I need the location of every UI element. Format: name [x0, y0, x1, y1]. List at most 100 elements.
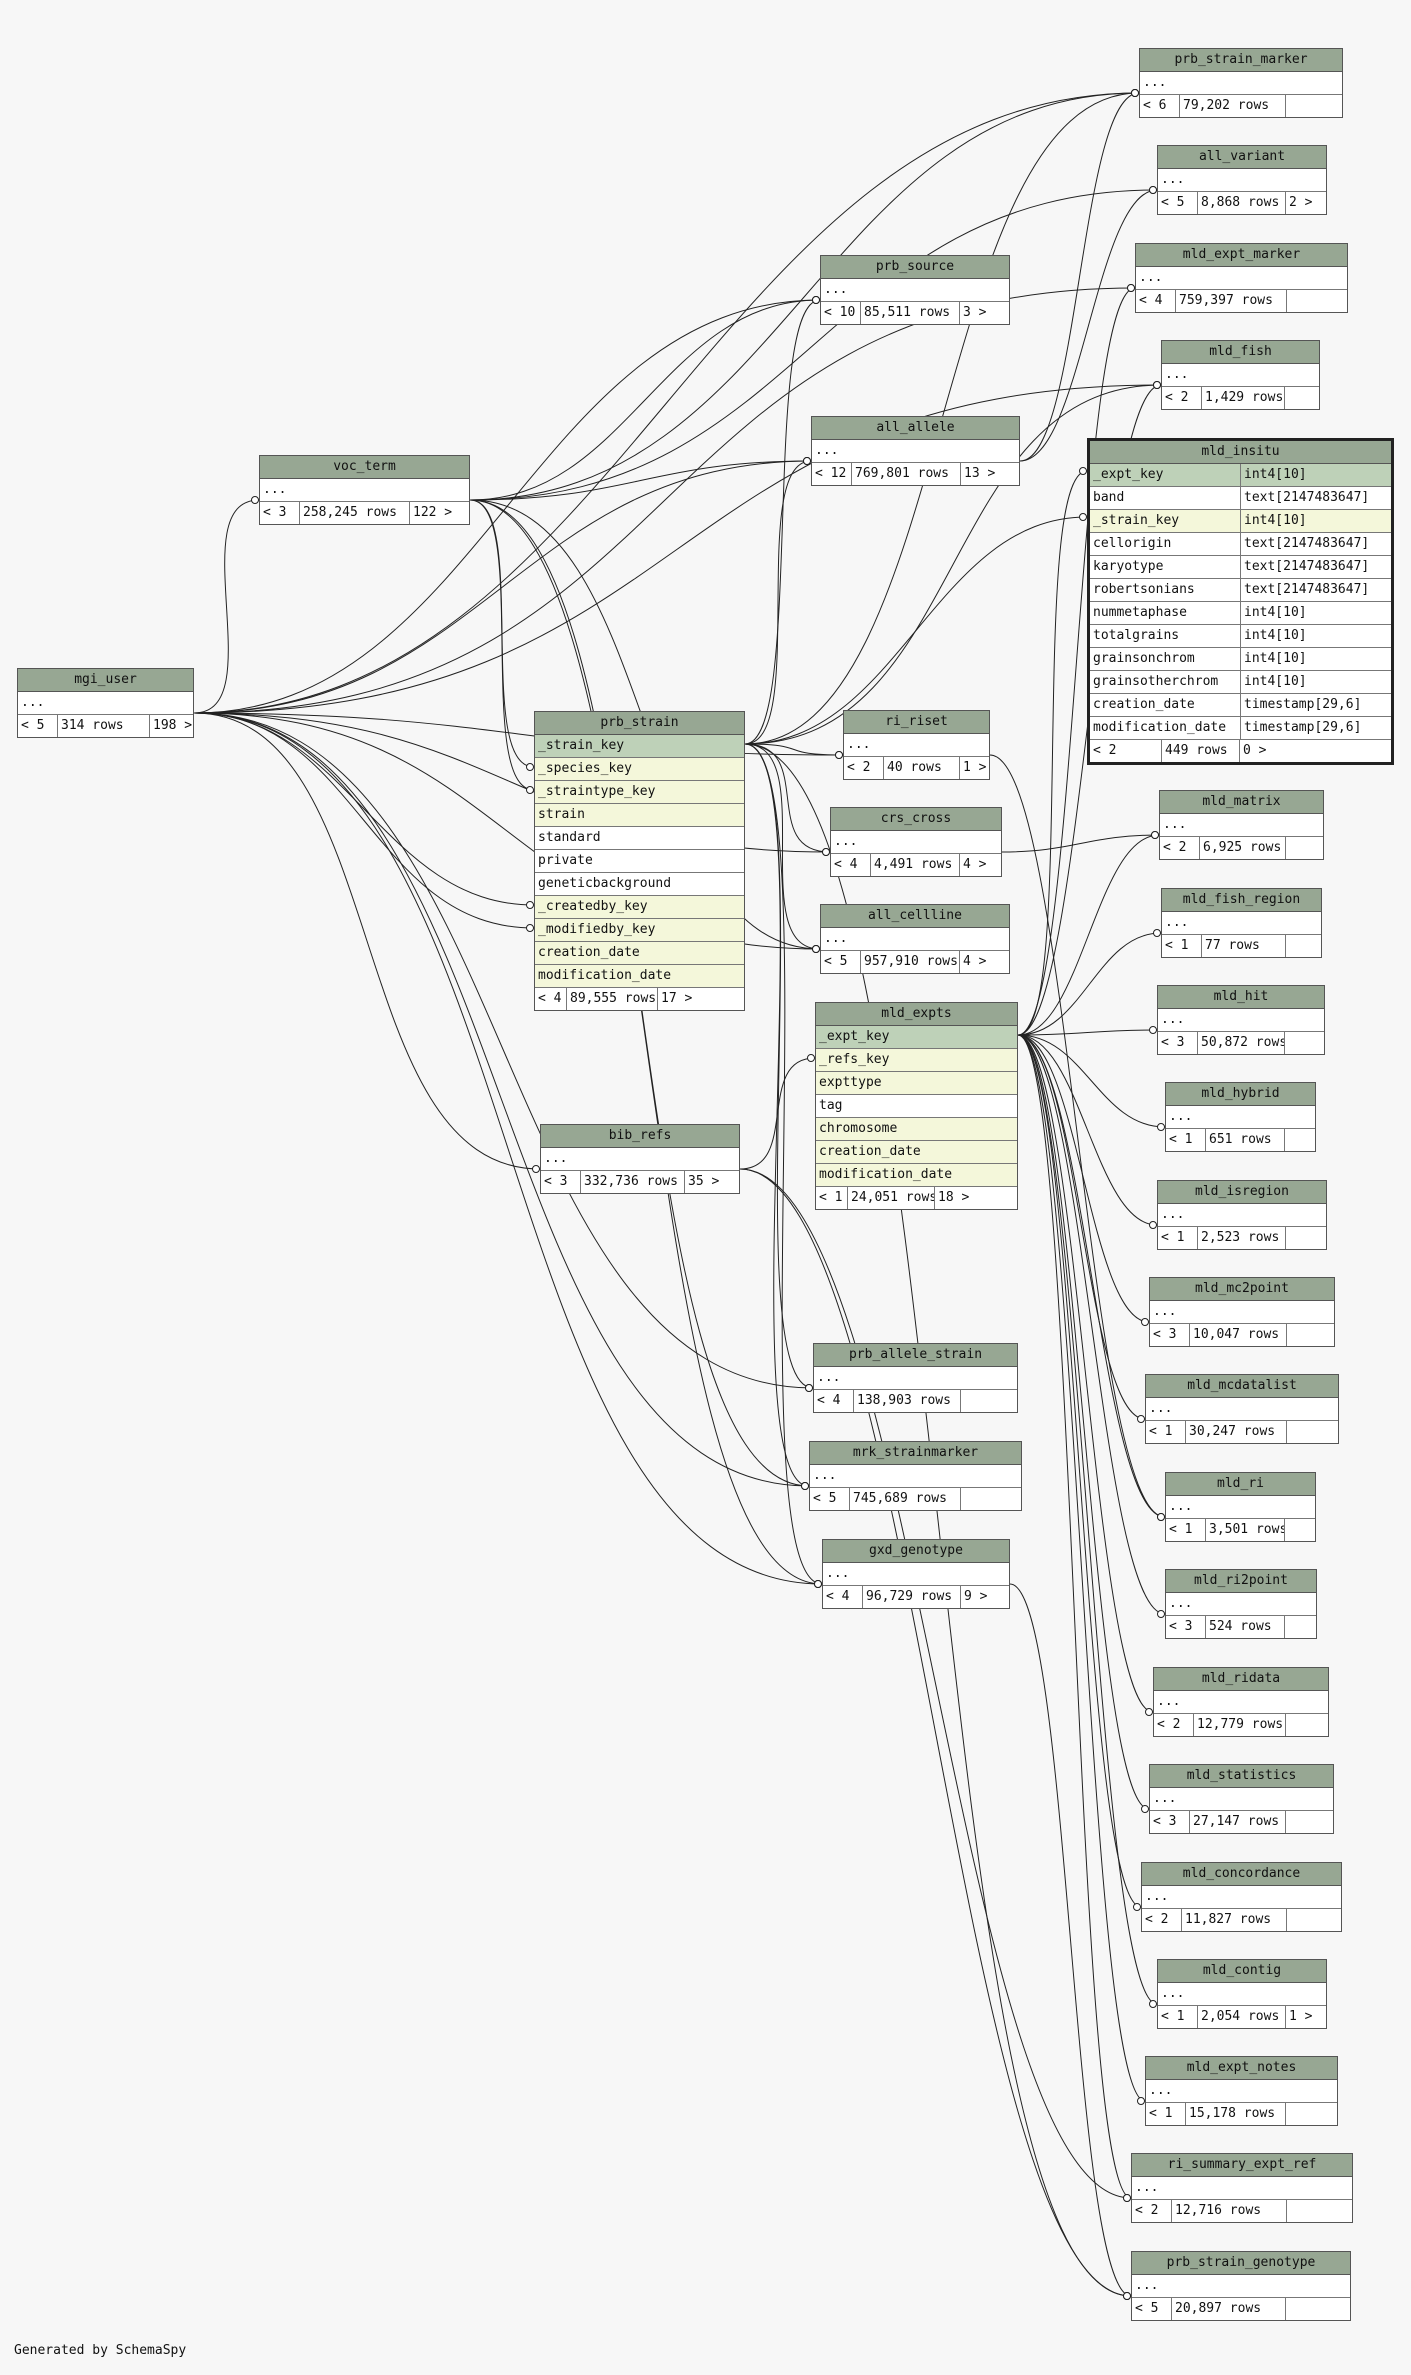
prev-page-link[interactable]: < 2: [1160, 837, 1200, 859]
table-name[interactable]: mld_statistics: [1150, 1765, 1333, 1788]
next-page-link[interactable]: [961, 1488, 1021, 1510]
prev-page-link[interactable]: < 5: [821, 951, 861, 973]
prev-page-link[interactable]: < 3: [541, 1171, 581, 1193]
prev-page-link[interactable]: < 5: [18, 715, 58, 737]
next-page-link[interactable]: 2 >: [1289, 195, 1313, 210]
table-name[interactable]: mld_expt_marker: [1136, 244, 1347, 267]
prev-page-link[interactable]: < 10: [821, 302, 861, 324]
prev-page-link[interactable]: < 1: [1166, 1519, 1206, 1541]
column-row[interactable]: _species_key: [535, 758, 744, 781]
prev-page-link[interactable]: < 2: [1154, 1714, 1194, 1736]
next-page-link[interactable]: [1285, 1129, 1315, 1151]
next-page-link[interactable]: [1286, 935, 1321, 957]
next-page-link[interactable]: 18 >: [938, 1190, 970, 1205]
table-name[interactable]: mld_insitu: [1090, 441, 1391, 464]
prev-page-link[interactable]: < 4: [1136, 290, 1176, 312]
table-name[interactable]: mrk_strainmarker: [810, 1442, 1021, 1465]
prev-page-link[interactable]: < 3: [1150, 1811, 1190, 1833]
table-name[interactable]: prb_allele_strain: [814, 1344, 1017, 1367]
column-row[interactable]: tag: [816, 1095, 1017, 1118]
prev-page-link[interactable]: < 2: [1162, 387, 1202, 409]
prev-page-link[interactable]: < 5: [810, 1488, 850, 1510]
next-page-link[interactable]: 17 >: [661, 991, 693, 1006]
column-row[interactable]: strain: [535, 804, 744, 827]
next-page-link[interactable]: 4 >: [963, 954, 987, 969]
next-page-link[interactable]: [1287, 1909, 1341, 1931]
prev-page-link[interactable]: < 2: [844, 757, 884, 779]
table-name[interactable]: bib_refs: [541, 1125, 739, 1148]
next-page-link[interactable]: [1287, 290, 1347, 312]
column-row[interactable]: private: [535, 850, 744, 873]
prev-page-link[interactable]: < 3: [1158, 1032, 1198, 1054]
next-page-link[interactable]: 122 >: [413, 505, 453, 520]
column-row[interactable]: _createdby_key: [535, 896, 744, 919]
next-page-link[interactable]: 198 >: [153, 718, 193, 733]
next-page-link[interactable]: 13 >: [964, 466, 996, 481]
next-page-link[interactable]: [1285, 387, 1319, 409]
table-name[interactable]: prb_strain: [535, 712, 744, 735]
prev-page-link[interactable]: < 5: [1158, 192, 1198, 214]
prev-page-link[interactable]: < 2: [1142, 1909, 1182, 1931]
table-name[interactable]: mld_matrix: [1160, 791, 1323, 814]
prev-page-link[interactable]: < 5: [1132, 2298, 1172, 2320]
prev-page-link[interactable]: < 1: [1158, 1227, 1198, 1249]
prev-page-link[interactable]: < 3: [260, 502, 300, 524]
table-name[interactable]: mld_ridata: [1154, 1668, 1328, 1691]
table-name[interactable]: mld_fish_region: [1162, 889, 1321, 912]
column-row[interactable]: _strain_key: [535, 735, 744, 758]
table-name[interactable]: voc_term: [260, 456, 469, 479]
column-row[interactable]: expttype: [816, 1072, 1017, 1095]
column-row[interactable]: _expt_key: [816, 1026, 1017, 1049]
prev-page-link[interactable]: < 2: [1132, 2200, 1172, 2222]
column-row[interactable]: creation_date: [535, 942, 744, 965]
table-name[interactable]: prb_source: [821, 256, 1009, 279]
table-name[interactable]: mld_mc2point: [1150, 1278, 1334, 1301]
prev-page-link[interactable]: < 1: [816, 1187, 848, 1209]
next-page-link[interactable]: [1287, 2200, 1352, 2222]
prev-page-link[interactable]: < 1: [1146, 2103, 1186, 2125]
prev-page-link[interactable]: < 6: [1140, 95, 1180, 117]
table-name[interactable]: mld_expt_notes: [1146, 2057, 1337, 2080]
next-page-link[interactable]: [1285, 1616, 1316, 1638]
prev-page-link[interactable]: < 4: [814, 1390, 854, 1412]
column-row[interactable]: _straintype_key: [535, 781, 744, 804]
table-name[interactable]: ri_riset: [844, 711, 989, 734]
next-page-link[interactable]: 1 >: [1289, 2009, 1313, 2024]
next-page-link[interactable]: 1 >: [963, 760, 987, 775]
table-name[interactable]: prb_strain_genotype: [1132, 2252, 1350, 2275]
next-page-link[interactable]: [1285, 1519, 1315, 1541]
prev-page-link[interactable]: < 3: [1166, 1616, 1206, 1638]
prev-page-link[interactable]: < 3: [1150, 1324, 1190, 1346]
prev-page-link[interactable]: < 12: [812, 463, 852, 485]
table-name[interactable]: prb_strain_marker: [1140, 49, 1342, 72]
